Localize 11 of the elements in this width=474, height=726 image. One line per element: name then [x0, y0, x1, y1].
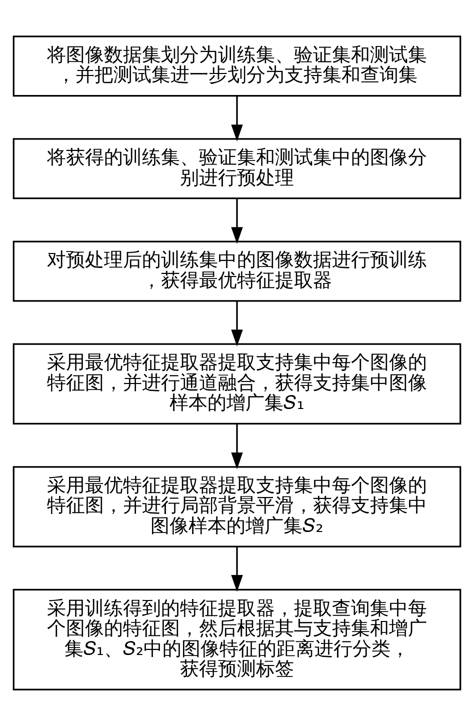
node-box: 对预处理后的训练集中的图像数据进行预训练，获得最优特征提取器 — [12, 240, 462, 302]
arrow — [231, 301, 243, 346]
arrow — [231, 96, 243, 142]
arrow — [231, 424, 243, 470]
node-box: 采用训练得到的特征提取器，提取查询集中每个图像的特征图，然后根据其与支持集和增广集𝑆₁、𝑆₂中的图像特征的距离进行分类，获得预测标签 — [12, 588, 462, 690]
node-box: 将图像数据集划分为训练集、验证集和测试集，并把测试集进一步划分为支持集和查询集 — [12, 36, 462, 97]
node-box: 采用最优特征提取器提取支持集中每个图像的特征图，并进行通道融合，获得支持集中图像样本的增广集𝑆₁ — [12, 343, 462, 425]
arrow — [231, 546, 243, 592]
node-box: 采用最优特征提取器提取支持集中每个图像的特征图，并进行局部背景平滑，获得支持集中图像样本的增广集𝑆₂ — [12, 466, 462, 548]
arrow — [231, 198, 243, 244]
node-box: 将获得的训练集、验证集和测试集中的图像分别进行预处理 — [12, 138, 462, 200]
